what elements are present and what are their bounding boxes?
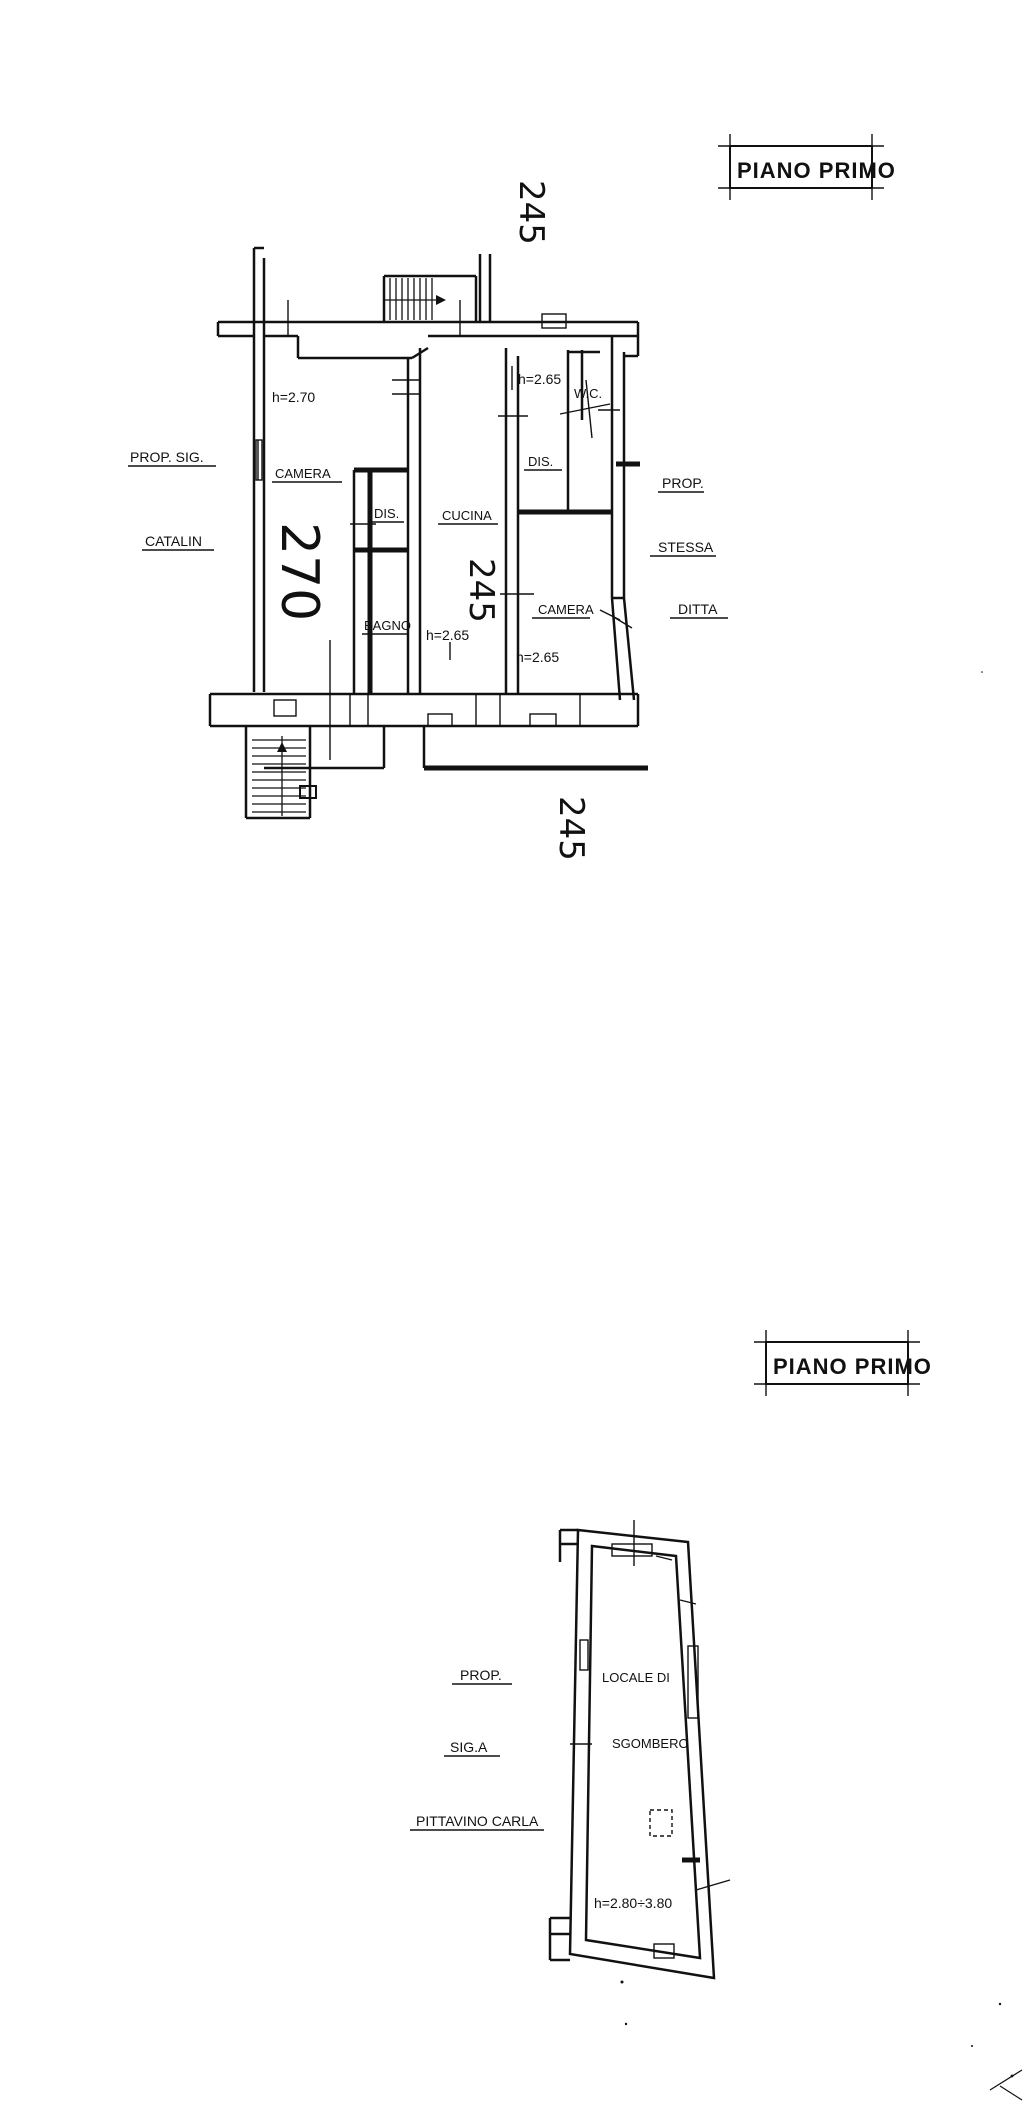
top-plan-title: PIANO PRIMO — [737, 158, 896, 183]
bagno-label: BAGNO — [364, 618, 411, 633]
wc-label: W.C. — [574, 386, 602, 401]
locale-label-line2: SGOMBERO — [612, 1736, 689, 1751]
dis-right-height: h=2.65 — [518, 371, 561, 387]
top-plan-room-labels: h=2.70 CAMERA 270 DIS. BAGNO CUCINA 245 … — [269, 371, 602, 665]
top-plan-partitions — [255, 348, 640, 760]
camera-right-height: h=2.65 — [516, 649, 559, 665]
dis-left-label: DIS. — [374, 506, 399, 521]
camera-left-height: h=2.70 — [272, 389, 315, 405]
dis-right-label: DIS. — [528, 454, 553, 469]
neighbor-bottom-line3: PITTAVINO CARLA — [416, 1813, 539, 1829]
scan-specks — [620, 671, 1014, 2078]
bottom-plan-room-labels: LOCALE DI SGOMBERO h=2.80÷3.80 — [594, 1670, 689, 1911]
locale-label-line1: LOCALE DI — [602, 1670, 670, 1685]
camera-left-big-height: 270 — [269, 522, 329, 621]
top-floor-plan: PIANO PRIMO 245 245 — [128, 134, 896, 861]
cucina-label: CUCINA — [442, 508, 492, 523]
top-plan-title-box: PIANO PRIMO — [718, 134, 896, 200]
neighbor-left-line2: CATALIN — [145, 533, 202, 549]
neighbor-right-line2: STESSA — [658, 539, 714, 555]
locale-height: h=2.80÷3.80 — [594, 1895, 672, 1911]
neighbor-bottom-line2: SIG.A — [450, 1739, 488, 1755]
neighbor-right-line3: DITTA — [678, 601, 718, 617]
bottom-plan-walls — [548, 1520, 731, 1980]
bottom-plan-title-box: PIANO PRIMO — [754, 1330, 932, 1396]
bottom-height-figure: 245 — [551, 796, 591, 861]
top-plan-neighbor-right: PROP. STESSA DITTA — [650, 475, 728, 619]
cucina-height: h=2.65 — [426, 627, 469, 643]
bottom-plan-title: PIANO PRIMO — [773, 1354, 932, 1379]
neighbor-bottom-line1: PROP. — [460, 1667, 502, 1683]
top-plan-walls — [208, 246, 648, 771]
top-plan-entry-stair — [244, 726, 317, 820]
bottom-plan-neighbor-left: PROP. SIG.A PITTAVINO CARLA — [410, 1667, 544, 1831]
corner-mark — [989, 2069, 1023, 2101]
camera-right-label: CAMERA — [538, 602, 594, 617]
bottom-floor-plan: PIANO PRIMO — [410, 1330, 932, 1980]
camera-left-label: CAMERA — [275, 466, 331, 481]
neighbor-right-line1: PROP. — [662, 475, 704, 491]
cucina-big-height: 245 — [461, 558, 501, 623]
top-height-figure: 245 — [511, 180, 551, 245]
neighbor-left-line1: PROP. SIG. — [130, 449, 204, 465]
top-plan-neighbor-left: PROP. SIG. CATALIN — [128, 449, 216, 551]
